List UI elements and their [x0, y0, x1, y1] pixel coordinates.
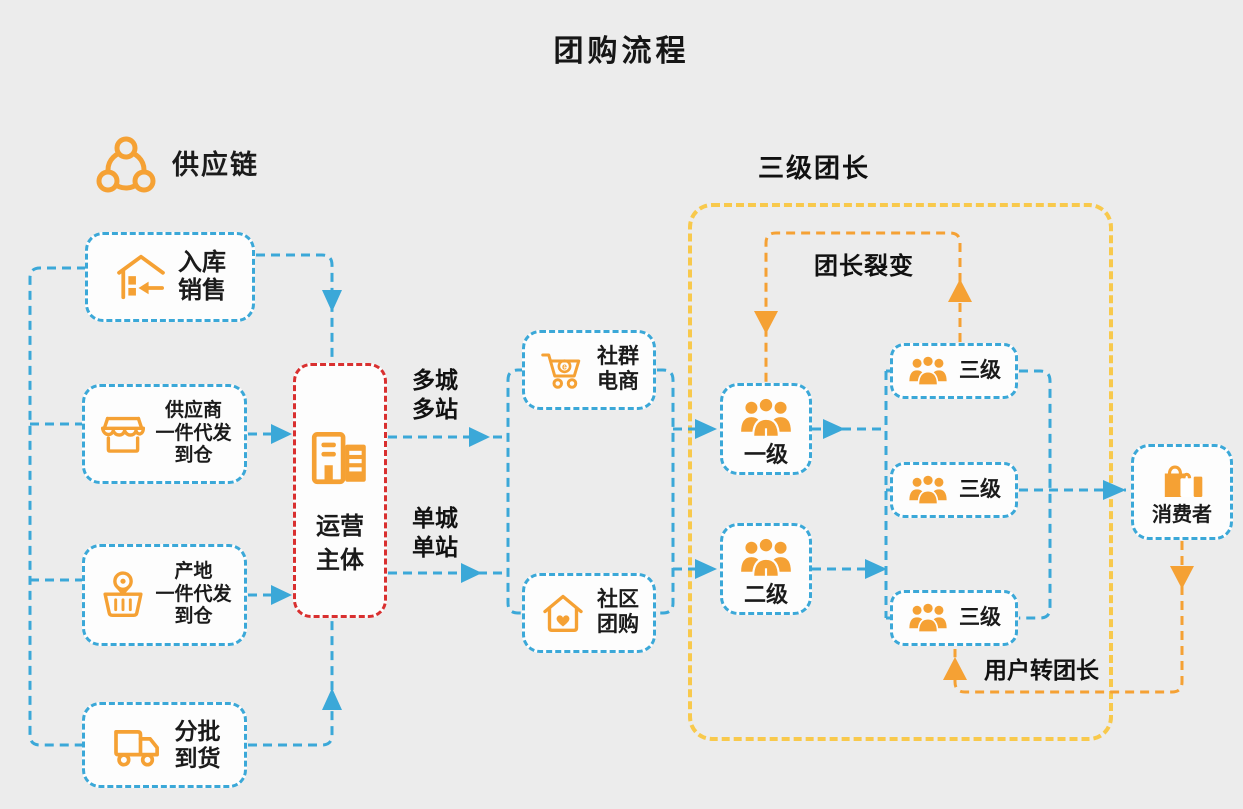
node-label: 供应商 一件代发 到仓	[155, 400, 232, 467]
leader-node-level1: 一级	[720, 383, 812, 475]
arrowhead-right	[461, 563, 482, 583]
leaders-heading: 三级团长	[758, 153, 871, 183]
supply-node-origin: 产地 一件代发 到仓	[82, 544, 247, 646]
supply-node-batch: 分批 到货	[82, 702, 247, 788]
arrowhead-up	[943, 657, 967, 680]
people-group-icon	[741, 536, 791, 578]
node-label: 三级	[959, 605, 1001, 629]
node-label: 入库 销售	[178, 248, 226, 304]
operator-label: 运营 主体	[316, 513, 364, 574]
arrowhead-right	[271, 424, 292, 444]
arrowhead-right	[1103, 480, 1126, 500]
channel-node-community-ecommerce: e 社群 电商	[522, 330, 656, 410]
buildings-icon	[311, 431, 366, 485]
orange-arrowheads	[754, 279, 1194, 680]
node-label: 分批 到货	[174, 717, 221, 771]
operator-node: 运营 主体	[293, 363, 387, 618]
node-label: 二级	[743, 582, 788, 608]
leader-node-level3-3: 三级	[890, 590, 1018, 646]
blue-arrowheads	[271, 290, 1126, 710]
arrowhead-down	[754, 311, 778, 334]
storefront-icon	[101, 416, 146, 453]
shopping-bags-icon	[1164, 465, 1203, 498]
supply-chain-heading: 供应链	[94, 134, 259, 198]
svg-text:e: e	[562, 362, 567, 372]
supply-node-warehouse: 入库 销售	[85, 232, 255, 322]
arrowhead-right	[695, 419, 717, 439]
edge-label-single-city: 单城 单站	[412, 505, 458, 560]
node-label: 三级	[959, 358, 1001, 382]
people-group-icon	[909, 474, 947, 505]
arrowhead-right	[271, 585, 292, 605]
supply-node-supplier: 供应商 一件代发 到仓	[82, 384, 247, 484]
node-label: 社群 电商	[597, 345, 639, 393]
people-group-icon	[909, 355, 947, 386]
node-label: 消费者	[1152, 504, 1212, 527]
arrowhead-right	[865, 559, 887, 579]
node-label: 社区 团购	[597, 588, 639, 636]
channel-node-community-groupbuy: 社区 团购	[522, 573, 656, 653]
consumer-node: 消费者	[1131, 444, 1233, 540]
page-title: 团购流程	[553, 35, 690, 68]
user-to-leader-label: 用户转团长	[984, 657, 1099, 683]
truck-icon	[113, 730, 159, 767]
arrowhead-down	[322, 290, 342, 312]
people-group-icon	[909, 602, 947, 633]
arrowhead-right	[469, 427, 490, 447]
basket-pin-icon	[103, 571, 144, 618]
node-label: 产地 一件代发 到仓	[155, 561, 232, 628]
leaders-frame	[688, 203, 1113, 741]
supply-chain-label: 供应链	[172, 150, 259, 181]
arrowhead-right	[695, 559, 717, 579]
arrowhead-up	[322, 688, 342, 710]
arrowhead-right	[823, 419, 845, 439]
people-group-icon	[741, 396, 791, 438]
house-heart-icon	[543, 594, 583, 632]
node-label: 三级	[959, 477, 1001, 501]
fission-label: 团长裂变	[814, 253, 914, 280]
node-label: 一级	[743, 442, 788, 468]
network-icon	[96, 136, 156, 193]
edge-label-multi-city: 多城 多站	[412, 367, 458, 422]
cart-e-icon: e	[541, 353, 581, 389]
warehouse-import-icon	[117, 254, 165, 300]
arrowhead-up	[948, 279, 972, 302]
leader-node-level3-1: 三级	[890, 343, 1018, 399]
orange-connectors	[764, 231, 1184, 694]
arrowhead-down	[1170, 566, 1194, 589]
leader-node-level2: 二级	[720, 523, 812, 615]
leader-node-level3-2: 三级	[890, 462, 1018, 518]
